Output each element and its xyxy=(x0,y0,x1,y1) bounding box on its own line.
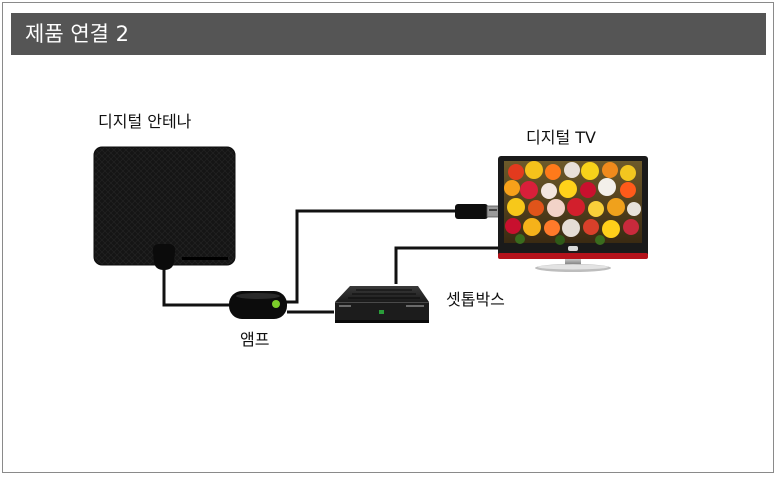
amplifier xyxy=(229,291,287,319)
digital-tv xyxy=(498,156,648,272)
amp-label: 앰프 xyxy=(240,330,270,349)
settop-label: 셋톱박스 xyxy=(446,290,505,309)
antenna-to-amp-cable xyxy=(162,262,232,307)
antenna-label: 디지털 안테나 xyxy=(98,112,192,131)
tv-screen-flowers xyxy=(504,161,641,245)
tv-label: 디지털 TV xyxy=(526,128,596,147)
title-bar: 제품 연결 2 xyxy=(11,13,766,55)
settop-to-tv-cable xyxy=(394,246,510,284)
usb-plug xyxy=(455,204,500,219)
cable-group xyxy=(162,209,510,314)
amp-to-tv-cable xyxy=(286,209,455,304)
digital-antenna xyxy=(93,146,236,270)
settop-box xyxy=(335,286,429,323)
page-title: 제품 연결 2 xyxy=(25,22,129,46)
